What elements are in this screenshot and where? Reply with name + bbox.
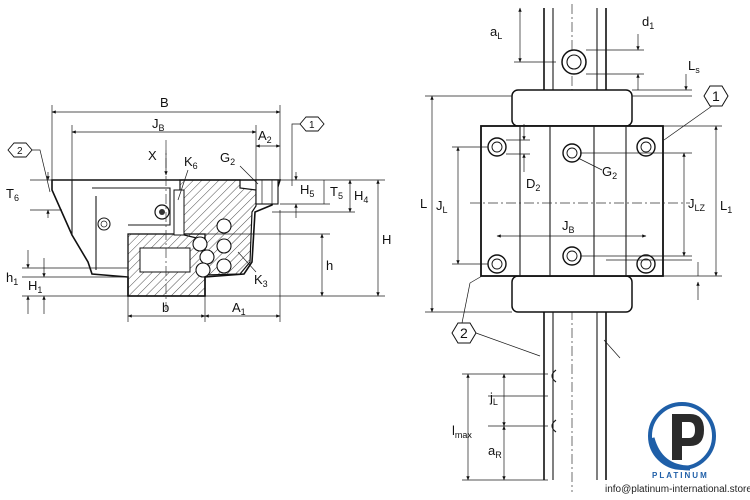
- label-b: b: [162, 300, 169, 315]
- lube-nipple-inner: [100, 220, 108, 228]
- rolling-elements: [192, 218, 232, 278]
- callout-1-badge: [299, 116, 325, 132]
- label-X: X: [148, 148, 157, 163]
- callout-1-text-large: 1: [712, 88, 720, 104]
- callout-2-leader-up: [469, 275, 483, 284]
- mounting-holes: [487, 137, 656, 274]
- ball: [199, 249, 215, 265]
- callout-1-text: 1: [309, 120, 315, 131]
- label-B: B: [160, 95, 169, 110]
- label-h: h: [326, 258, 333, 273]
- screw-k6-socket: [159, 209, 165, 215]
- label-A2: A2: [258, 128, 272, 145]
- rail-break-line: [603, 339, 621, 359]
- screw-k6-shaft: [173, 189, 185, 236]
- label-Ls: Ls: [688, 58, 700, 75]
- lube-hole-g2-inner: [566, 250, 578, 262]
- callout-1-leader: [291, 123, 300, 186]
- leader-K3: [237, 251, 257, 273]
- label-aR: aR: [488, 443, 502, 460]
- label-L1: L1: [720, 198, 732, 215]
- label-aL: aL: [490, 24, 502, 41]
- label-JL: JL: [436, 198, 448, 215]
- label-H: H: [382, 232, 391, 247]
- top-view: aL d1 Ls 1 L JL D2 G2: [420, 4, 732, 492]
- watermark-logo: PLATINUM info@platinum-international.sto…: [605, 402, 750, 495]
- leader-G2: [239, 165, 259, 185]
- end-seal-bottom: [511, 275, 633, 313]
- label-H5: H5: [300, 182, 314, 199]
- callout-1-badge-large: [703, 85, 729, 107]
- logo-p-counter: [682, 422, 695, 438]
- label-K6: K6: [184, 154, 198, 171]
- ball: [216, 218, 232, 234]
- label-d1: d1: [642, 14, 654, 31]
- label-JLZ: JLZ: [688, 196, 706, 213]
- label-h1: h1: [6, 270, 18, 287]
- rail-hole-d1-inner: [566, 54, 582, 70]
- mount-hole-inner: [491, 258, 503, 270]
- watermark-email: info@platinum-international.store: [605, 484, 750, 495]
- callout-2-text-large: 2: [460, 325, 468, 341]
- thread-g2: [255, 179, 279, 205]
- leader-G2: [577, 157, 603, 171]
- mount-hole-inner: [640, 258, 652, 270]
- label-JB-top: JB: [562, 218, 575, 235]
- watermark-brand: PLATINUM: [652, 471, 709, 480]
- end-seal-top: [511, 89, 633, 127]
- callout-2-leader-up: [461, 282, 471, 324]
- ball: [192, 236, 208, 252]
- label-jL: jL: [489, 390, 498, 407]
- label-D2: D2: [526, 176, 540, 193]
- cross-section-view: B JB A2 1 2 X K6 G2 T6: [6, 95, 391, 322]
- label-JB: JB: [152, 116, 165, 133]
- mount-hole-inner: [491, 141, 503, 153]
- label-G2: G2: [220, 150, 235, 167]
- callout-1-leader: [663, 105, 713, 141]
- label-A1: A1: [232, 300, 246, 317]
- rail-break-marks: [551, 369, 557, 433]
- rail-lower-inner: [552, 312, 598, 480]
- rail-groove: [139, 247, 191, 273]
- callout-2-leader: [32, 149, 51, 193]
- lube-hole-g2-inner: [566, 147, 578, 159]
- label-H4: H4: [354, 188, 368, 205]
- leader-K6: [177, 169, 189, 201]
- ball: [216, 238, 232, 254]
- logo-swoosh: [649, 437, 691, 471]
- mount-hole-inner: [640, 141, 652, 153]
- lube-nipple-outer: [97, 217, 111, 231]
- label-lmax: lmax: [452, 423, 472, 440]
- callout-2-text: 2: [17, 146, 23, 157]
- label-K3: K3: [254, 272, 268, 289]
- ball: [216, 258, 232, 274]
- ball: [195, 262, 211, 278]
- callout-2-leader: [475, 332, 541, 357]
- carriage-inner-left: [92, 187, 171, 226]
- label-H1: H1: [28, 278, 42, 295]
- label-L: L: [420, 196, 427, 211]
- label-T5: T5: [330, 184, 343, 201]
- label-T6: T6: [6, 186, 19, 203]
- label-G2-top: G2: [602, 164, 617, 181]
